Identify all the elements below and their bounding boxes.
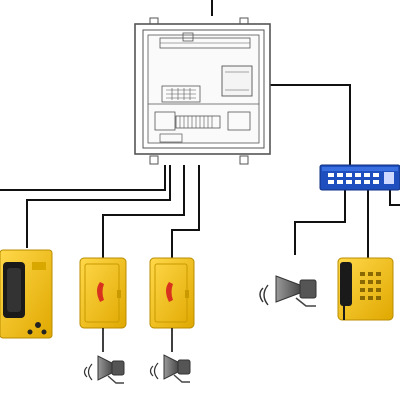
wire-switch-to-speaker xyxy=(294,190,346,255)
wire-cabinet-to-switch xyxy=(270,84,351,165)
telephone-door-2-icon xyxy=(149,257,195,329)
wire-to-left-phone-2 xyxy=(26,165,171,248)
network-switch-icon xyxy=(319,164,400,191)
speaker-drop-wires xyxy=(102,328,173,352)
horn-speaker-2-icon xyxy=(83,355,125,384)
wires xyxy=(0,0,400,258)
telephone-door-1-icon xyxy=(79,257,127,329)
wire-to-left-phone xyxy=(0,165,166,191)
control-cabinet-icon xyxy=(134,17,271,165)
wire-to-door-phone-2 xyxy=(171,165,200,258)
horn-speaker-1-icon xyxy=(259,275,317,307)
wire-switch-right-exit xyxy=(389,190,400,206)
telephone-cut-left-icon xyxy=(0,249,53,339)
telephone-keypad-icon xyxy=(337,257,394,321)
horn-speaker-3-icon xyxy=(149,354,191,383)
wire-to-door-phone-1 xyxy=(102,165,185,258)
